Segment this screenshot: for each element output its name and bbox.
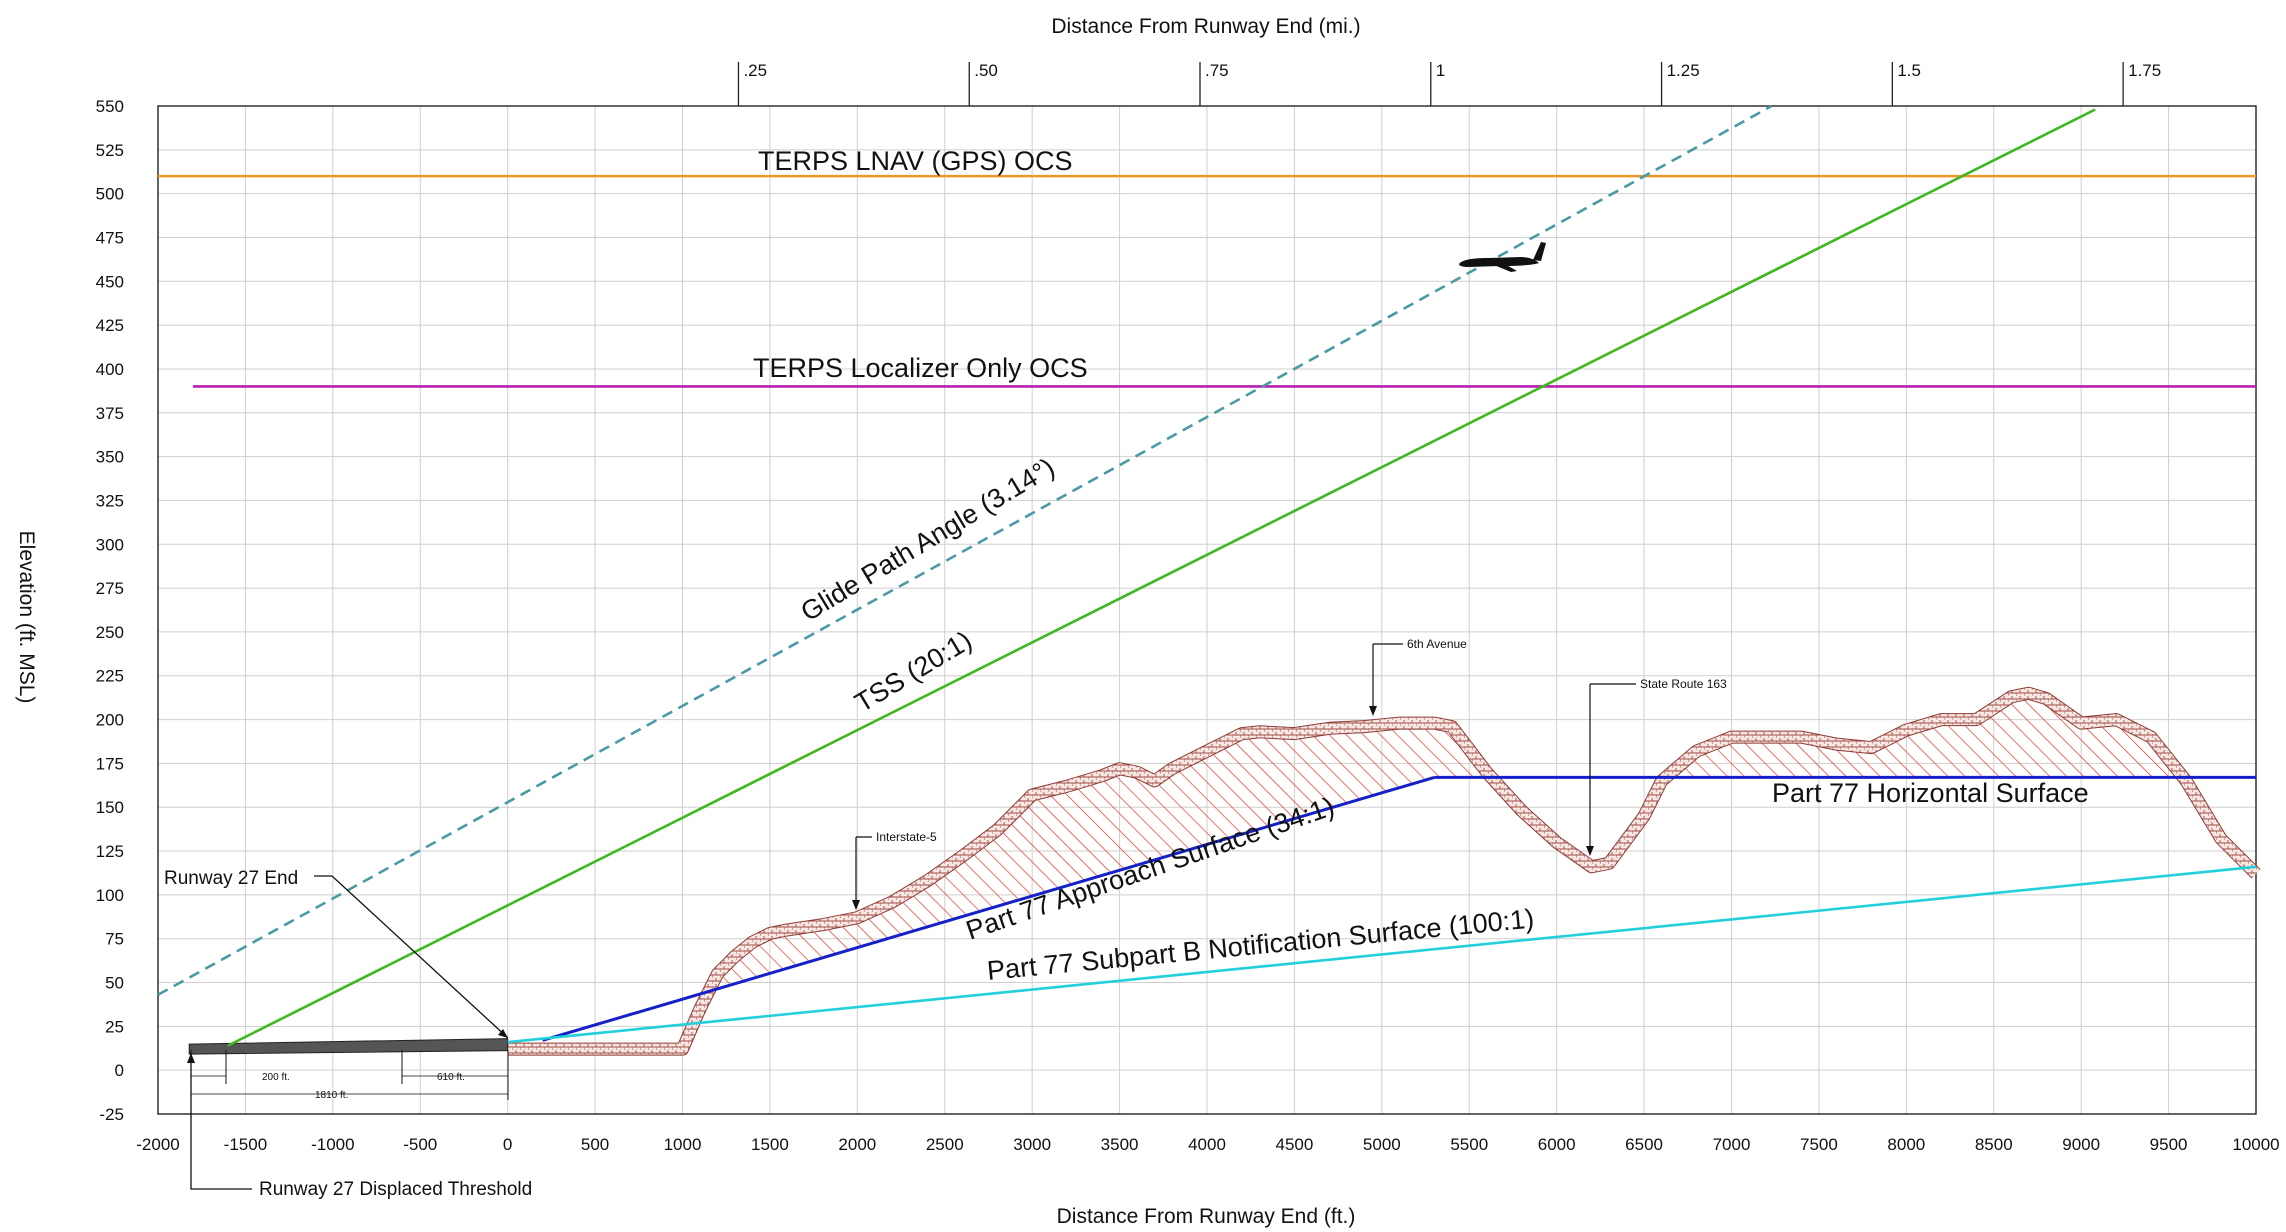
x-tick-label-3: -500 [403,1135,437,1154]
x-tick-label-19: 7500 [1800,1135,1838,1154]
y-tick-label-10: 225 [96,667,124,686]
mile-tick-label-0: .25 [743,61,767,80]
mile-ticks: .25 .50 .75 1 1.25 1.5 1.75 [737,61,2161,106]
x-axis-title: Distance From Runway End (ft.) [1057,1205,1356,1228]
runway-dimensions: 200 ft. 610 ft. 1810 ft. [190,1050,509,1101]
state-route-label: State Route 163 [1640,677,1727,691]
sixth-avenue-label: 6th Avenue [1407,637,1467,651]
y-tick-label-13: 300 [96,535,124,554]
mile-tick-label-3: 1 [1436,61,1445,80]
mile-tick-label-1: .50 [974,61,998,80]
y-tick-label-4: 75 [105,930,124,949]
x-tick-label-14: 5000 [1363,1135,1401,1154]
y-axis-title: Elevation (ft. MSL) [15,531,38,704]
x-tick-label-6: 1000 [664,1135,702,1154]
y-tick-label-7: 150 [96,798,124,817]
series-lines [157,104,2257,1047]
series-line-glide [157,104,1773,996]
y-tick-label-17: 400 [96,360,124,379]
mile-tick-label-4: 1.25 [1667,61,1700,80]
x-tick-label-5: 500 [581,1135,609,1154]
x-tick-label-10: 3000 [1013,1135,1051,1154]
mile-tick-label-6: 1.75 [2128,61,2161,80]
y-tick-label-19: 450 [96,272,124,291]
x-tick-label-23: 9500 [2150,1135,2188,1154]
y-tick-label-18: 425 [96,316,124,335]
x-tick-label-24: 10000 [2232,1135,2279,1154]
x-tick-label-20: 8000 [1887,1135,1925,1154]
x-tick-label-16: 6000 [1538,1135,1576,1154]
y-tick-label-12: 275 [96,579,124,598]
y-tick-label-20: 475 [96,228,124,247]
x-tick-labels: -2000 -1500 -1000 -500 0 500 1000 1500 2000 2500 3… [136,1135,2279,1154]
y-tick-label-14: 325 [96,491,124,510]
series-line-tss [227,108,2096,1047]
state-route-callout: State Route 163 [1586,677,1727,856]
series-line-notif [507,865,2257,1044]
x-tick-label-22: 9000 [2062,1135,2100,1154]
terrain [507,686,2261,1056]
x-tick-label-13: 4500 [1276,1135,1314,1154]
runway-end-callout: Runway 27 End [164,868,509,1039]
x-tick-label-18: 7000 [1713,1135,1751,1154]
series-line-p77a [542,775,1435,1042]
x-tick-label-8: 2000 [838,1135,876,1154]
label-glide-path: Glide Path Angle (3.14°) [796,452,1060,627]
x-tick-label-1: -1500 [224,1135,267,1154]
label-notification: Part 77 Subpart B Notification Surface (… [986,903,1536,986]
y-tick-label-21: 500 [96,185,124,204]
mile-tick-label-5: 1.5 [1897,61,1921,80]
y-tick-label-11: 250 [96,623,124,642]
y-tick-label-5: 100 [96,886,124,905]
label-lnav: TERPS LNAV (GPS) OCS [758,146,1073,176]
y-tick-label-8: 175 [96,754,124,773]
y-tick-label-2: 25 [105,1017,124,1036]
sixth-avenue-callout: 6th Avenue [1369,637,1467,716]
penetration-area [542,693,2257,1041]
y-tick-label-1: 0 [115,1061,124,1080]
displaced-threshold-callout: Runway 27 Displaced Threshold [187,1053,532,1200]
y-tick-label-3: 50 [105,974,124,993]
label-horizontal: Part 77 Horizontal Surface [1772,778,2089,808]
y-tick-label-6: 125 [96,842,124,861]
x2-axis-title: Distance From Runway End (mi.) [1051,15,1360,38]
dim-200: 200 ft. [262,1072,290,1083]
y-tick-label-16: 375 [96,404,124,423]
y-tick-label-9: 200 [96,711,124,730]
terrain-profile [507,687,2260,1055]
x-tick-label-11: 3500 [1101,1135,1139,1154]
x-tick-label-4: 0 [503,1135,512,1154]
y-tick-label-23: 550 [96,97,124,116]
airplane-icon [1459,242,1546,272]
x-tick-label-21: 8500 [1975,1135,2013,1154]
y-tick-label-15: 350 [96,448,124,467]
x-tick-label-7: 1500 [751,1135,789,1154]
label-localizer: TERPS Localizer Only OCS [753,353,1088,383]
x-tick-label-0: -2000 [136,1135,179,1154]
x-tick-label-15: 5500 [1450,1135,1488,1154]
runway-end-label: Runway 27 End [164,868,298,889]
grid [157,105,2257,1115]
label-tss: TSS (20:1) [850,625,977,718]
x-tick-label-9: 2500 [926,1135,964,1154]
interstate-label: Interstate-5 [876,830,937,844]
x-tick-label-12: 4000 [1188,1135,1226,1154]
y-tick-label-0: -25 [99,1105,124,1124]
x-tick-label-2: -1000 [311,1135,354,1154]
dim-610: 610 ft. [437,1072,465,1083]
y-tick-labels: -25 0 25 50 75 100 125 150 175 200 225 250 275 300 325… [96,97,124,1124]
dim-1810: 1810 ft. [315,1090,348,1101]
interstate-callout: Interstate-5 [852,830,937,910]
y-tick-label-22: 525 [96,141,124,160]
x-tick-label-17: 6500 [1625,1135,1663,1154]
plot-frame [157,105,2257,1115]
displaced-threshold-label: Runway 27 Displaced Threshold [259,1179,532,1200]
mile-tick-label-2: .75 [1205,61,1229,80]
